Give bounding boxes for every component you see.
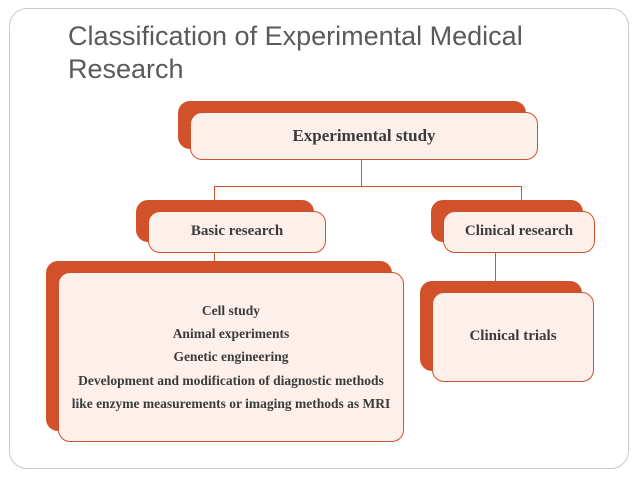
node-label: Clinical trials xyxy=(469,328,557,345)
node-label: Experimental study xyxy=(292,126,436,146)
node-clinical-trials[interactable]: Clinical trials xyxy=(420,281,594,382)
connector-horizontal-split xyxy=(214,186,522,187)
node-box: Experimental study xyxy=(190,112,538,160)
connector-experimental-down xyxy=(361,160,362,186)
node-box: Clinical trials xyxy=(432,292,594,382)
node-basic-research-details[interactable]: Cell study Animal experiments Genetic en… xyxy=(46,261,404,442)
node-experimental-study[interactable]: Experimental study xyxy=(178,101,538,160)
connector-to-clinical-research xyxy=(521,186,522,211)
node-box: Clinical research xyxy=(443,211,595,253)
node-label: Cell study Animal experiments Genetic en… xyxy=(71,302,391,411)
node-label: Basic research xyxy=(190,223,284,240)
node-label: Clinical research xyxy=(464,223,574,240)
connector-clinical-to-trials xyxy=(495,253,496,292)
node-clinical-research[interactable]: Clinical research xyxy=(431,200,595,253)
connector-to-basic-research xyxy=(214,186,215,211)
node-box: Cell study Animal experiments Genetic en… xyxy=(58,272,404,442)
node-basic-research[interactable]: Basic research xyxy=(136,200,326,253)
node-box: Basic research xyxy=(148,211,326,253)
page-title: Classification of Experimental Medical R… xyxy=(68,21,523,84)
